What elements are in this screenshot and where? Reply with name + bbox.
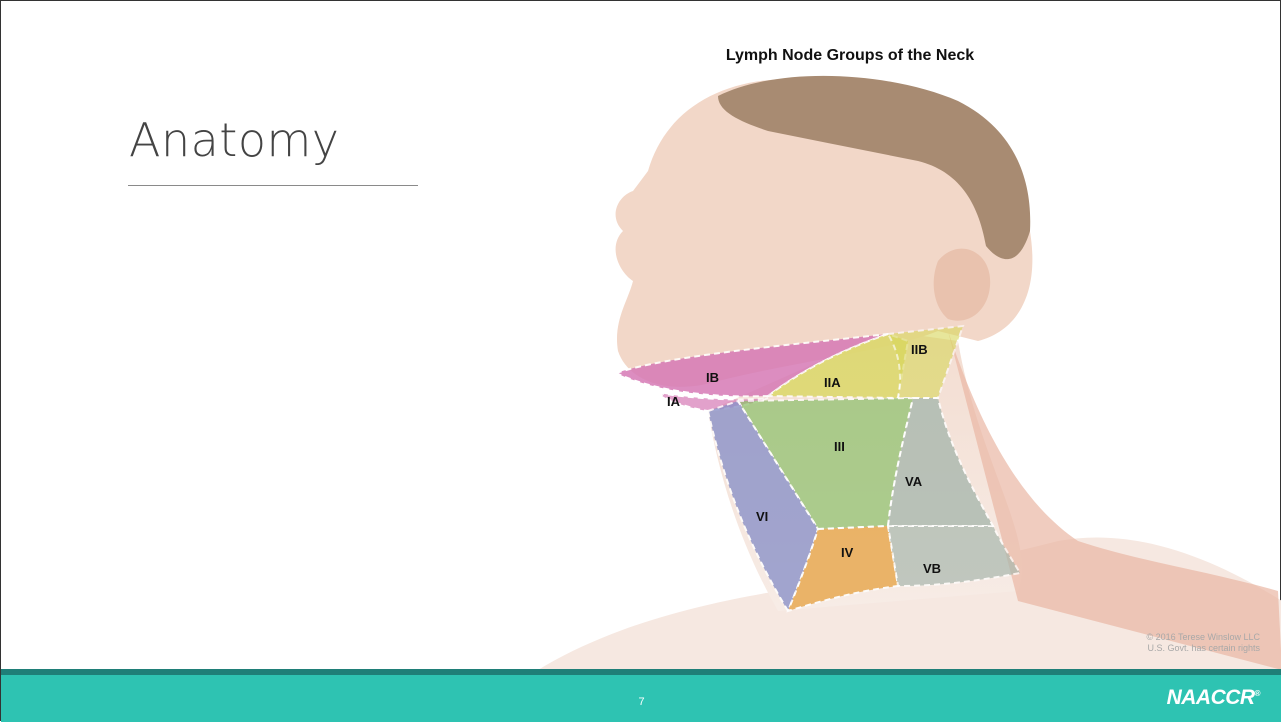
- label-IIB: IIB: [911, 342, 928, 357]
- copyright-line-2: U.S. Govt. has certain rights: [1146, 643, 1260, 654]
- label-IIA: IIA: [824, 375, 841, 390]
- label-IB: IB: [706, 370, 719, 385]
- neck-illustration-svg: IB IA IIA IIB III VA VI IV VB: [418, 1, 1281, 670]
- slide-title: Anatomy: [129, 113, 340, 167]
- label-VB: VB: [923, 561, 941, 576]
- naaccr-logo: NAACCR®: [1167, 686, 1260, 710]
- figure-copyright: © 2016 Terese Winslow LLC U.S. Govt. has…: [1146, 632, 1260, 654]
- label-VA: VA: [905, 474, 923, 489]
- copyright-line-1: © 2016 Terese Winslow LLC: [1146, 632, 1260, 643]
- neck-lymph-node-illustration: IB IA IIA IIB III VA VI IV VB Lymph Node…: [418, 1, 1281, 670]
- logo-text: NAACCR: [1167, 686, 1255, 709]
- label-IA: IA: [667, 394, 681, 409]
- page-number: 7: [1, 696, 1281, 708]
- label-IV: IV: [841, 545, 854, 560]
- label-III: III: [834, 439, 845, 454]
- title-underline: [128, 185, 418, 186]
- figure-title: Lymph Node Groups of the Neck: [418, 47, 1281, 65]
- label-VI: VI: [756, 509, 768, 524]
